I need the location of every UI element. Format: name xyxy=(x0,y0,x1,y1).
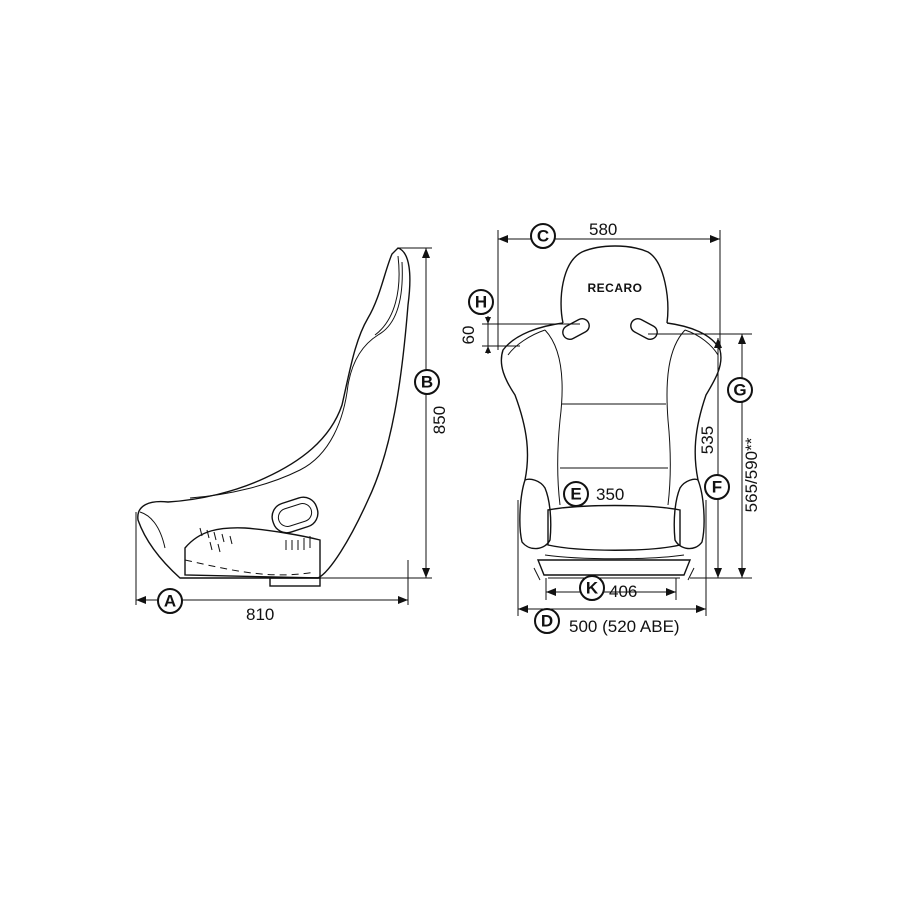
dimension-g-value: 535 xyxy=(698,426,717,454)
dimension-h: H 60 xyxy=(459,289,580,354)
dimension-a-value: 810 xyxy=(246,605,274,624)
dimension-c: C 580 xyxy=(497,220,721,350)
marker-g-label: G xyxy=(733,381,746,400)
dimension-k-value: 406 xyxy=(609,582,637,601)
dimension-f-value: 565/590** xyxy=(742,437,761,512)
dimension-b-value: 850 xyxy=(430,406,449,434)
marker-f-badge xyxy=(704,474,730,500)
dimension-k: K 406 xyxy=(545,575,677,601)
marker-h-label: H xyxy=(475,293,487,312)
marker-a-label: A xyxy=(164,592,176,611)
marker-b-badge xyxy=(414,369,440,395)
marker-e-label: E xyxy=(570,485,581,504)
dimension-e: E 350 xyxy=(563,481,624,507)
marker-g-badge xyxy=(727,377,753,403)
dimension-f: G F 565/590** xyxy=(704,334,761,578)
marker-e-badge xyxy=(563,481,589,507)
dimension-b: B 850 xyxy=(320,247,449,579)
marker-f-label: F xyxy=(712,478,722,497)
marker-c-badge xyxy=(530,223,556,249)
marker-h-badge xyxy=(468,289,494,315)
marker-a-badge xyxy=(157,588,183,614)
marker-k-label: K xyxy=(586,579,599,598)
dimension-h-value: 60 xyxy=(459,326,478,345)
side-view xyxy=(137,247,411,587)
dimension-g: 535 xyxy=(648,333,752,579)
marker-d-badge xyxy=(534,608,560,634)
marker-c-label: C xyxy=(537,227,549,246)
marker-d-label: D xyxy=(541,612,553,631)
marker-b-label: B xyxy=(421,373,433,392)
brand-logo: RECARO xyxy=(587,281,642,295)
dimension-c-value: 580 xyxy=(589,220,617,239)
dimension-d-value: 500 (520 ABE) xyxy=(569,617,680,636)
marker-k-badge xyxy=(579,575,605,601)
dimension-a: A 810 xyxy=(135,512,409,624)
front-view: RECARO xyxy=(500,245,722,581)
dimension-d: D 500 (520 ABE) xyxy=(517,500,707,636)
dimension-e-value: 350 xyxy=(596,485,624,504)
